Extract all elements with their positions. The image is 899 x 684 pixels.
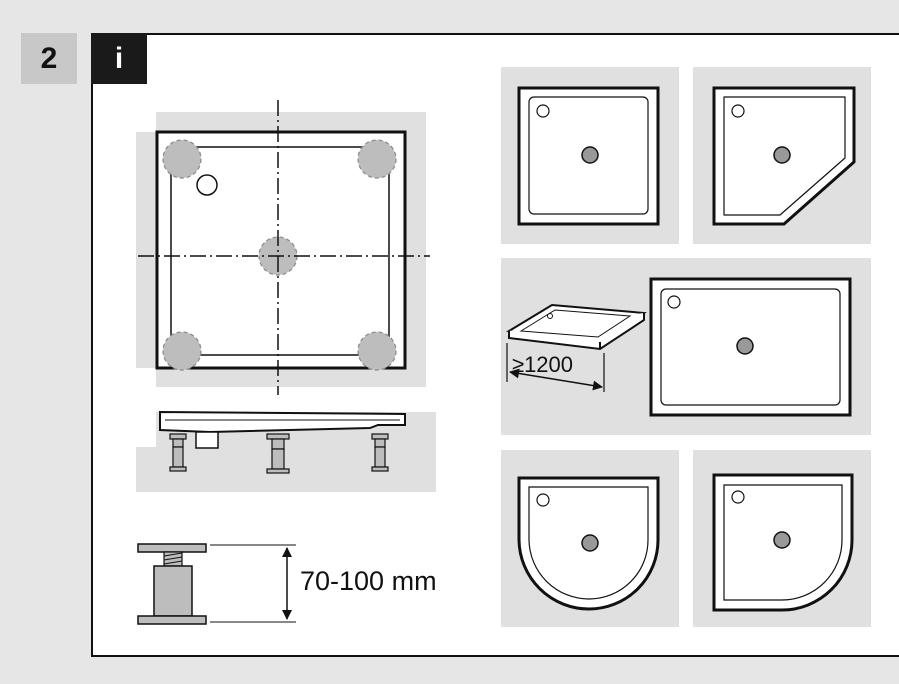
step-number: 2: [21, 33, 77, 84]
foot-marker: [357, 331, 397, 371]
tray-square: [501, 67, 679, 244]
tray-semicircle: [501, 450, 679, 627]
drain-icon: [581, 146, 599, 164]
drain-icon: [773, 146, 791, 164]
drain-icon: [773, 531, 791, 549]
adjustable-foot: [137, 543, 296, 625]
foot-marker: [162, 331, 202, 371]
shower-tray-top-view: [136, 100, 430, 395]
min-width-label: ≥1200: [512, 352, 574, 377]
foot-marker: [357, 139, 397, 179]
tray-quadrant: [693, 450, 871, 627]
info-icon: i: [91, 33, 147, 84]
tray-perspective: [506, 303, 647, 351]
overflow-hole: [196, 174, 218, 196]
shower-tray-side-view: [136, 410, 436, 492]
tray-pentagon: [693, 67, 871, 244]
foot-marker: [162, 139, 202, 179]
height-range-label: 70-100 mm: [300, 566, 437, 596]
drain-icon: [581, 534, 599, 552]
width-dimension-arrow: [509, 368, 603, 391]
drain-icon: [736, 337, 754, 355]
tray-rectangular: [501, 258, 871, 435]
